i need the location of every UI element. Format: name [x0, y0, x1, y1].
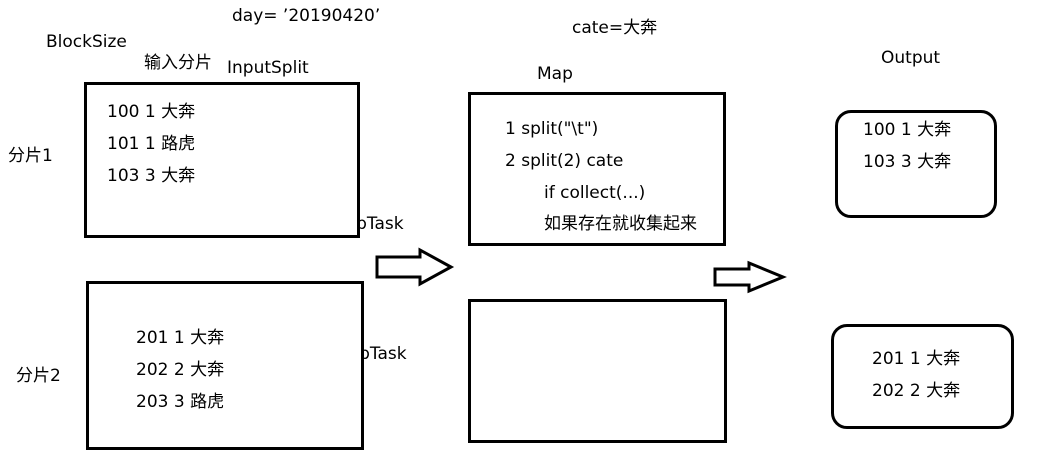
- map-step: 2 split(2) cate: [505, 151, 624, 171]
- split2-box: 201 1 大奔 202 2 大奔 203 3 路虎: [86, 281, 364, 450]
- output1-row: 103 3 大奔: [863, 152, 952, 172]
- map-step: 1 split("\t"): [505, 119, 599, 139]
- split1-label: 分片1: [8, 146, 53, 166]
- map-step: if collect(...): [544, 183, 646, 203]
- output-box-2: 201 1 大奔 202 2 大奔: [831, 324, 1014, 429]
- split2-row: 202 2 大奔: [136, 360, 225, 380]
- split2-row: 203 3 路虎: [136, 392, 225, 412]
- right-arrow-icon: [375, 247, 455, 287]
- day-parameter-label: day= ’20190420’: [232, 6, 381, 26]
- block-size-label: BlockSize: [46, 32, 127, 52]
- output-label: Output: [881, 48, 941, 68]
- output1-row: 100 1 大奔: [863, 120, 952, 140]
- map-box-2: [468, 299, 727, 443]
- cate-parameter-label: cate=大奔: [572, 18, 658, 38]
- right-arrow-icon: [713, 260, 787, 294]
- input-split-cn-label: 输入分片: [144, 53, 212, 73]
- split2-row: 201 1 大奔: [136, 328, 225, 348]
- map-box-1: 1 split("\t") 2 split(2) cate if collect…: [468, 92, 726, 246]
- map-label: Map: [537, 64, 573, 84]
- split1-row: 103 3 大奔: [107, 166, 196, 186]
- output-box-1: 100 1 大奔 103 3 大奔: [835, 110, 997, 218]
- map-step: 如果存在就收集起来: [544, 214, 697, 234]
- split1-row: 100 1 大奔: [107, 102, 196, 122]
- split2-label: 分片2: [16, 366, 61, 386]
- split1-row: 101 1 路虎: [107, 134, 196, 154]
- input-split-label: InputSplit: [227, 58, 309, 78]
- output2-row: 202 2 大奔: [872, 381, 961, 401]
- split1-box: 100 1 大奔 101 1 路虎 103 3 大奔: [84, 82, 360, 238]
- output2-row: 201 1 大奔: [872, 349, 961, 369]
